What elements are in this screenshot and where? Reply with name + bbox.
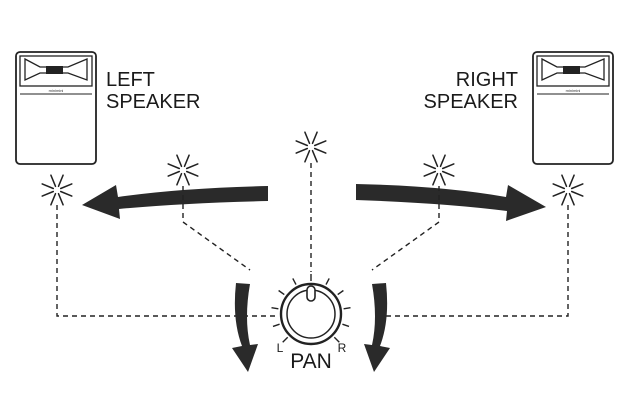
arrow-right-icon [356, 184, 546, 221]
pan-knob [271, 274, 351, 346]
rotate-left-arrow-icon [232, 283, 258, 372]
left-speaker-brand: minimini [49, 88, 64, 93]
knob-pointer [306, 285, 316, 302]
sparkle-icon [295, 131, 327, 163]
left-speaker: minimini [15, 51, 97, 165]
sparkle-icon [423, 154, 455, 186]
left-speaker-label-line1: LEFT [106, 69, 155, 91]
sparkle-icon [41, 174, 73, 206]
arrow-left-icon [82, 185, 268, 219]
rotate-right-arrow-icon [364, 283, 390, 372]
knob-right-label: R [338, 341, 347, 355]
right-speaker-label-line1: RIGHT [456, 69, 518, 91]
right-speaker-label-line2: SPEAKER [424, 91, 518, 113]
right-speaker-brand: minimini [566, 88, 581, 93]
knob-tick-marks [271, 274, 351, 343]
right-speaker: minimini [532, 51, 614, 165]
sparkle-icon [552, 174, 584, 206]
sparkle-icon [167, 154, 199, 186]
knob-left-label: L [277, 341, 284, 355]
left-speaker-label-line2: SPEAKER [106, 91, 200, 113]
pan-knob-label: PAN [290, 350, 332, 373]
guide-lines [56, 163, 569, 317]
